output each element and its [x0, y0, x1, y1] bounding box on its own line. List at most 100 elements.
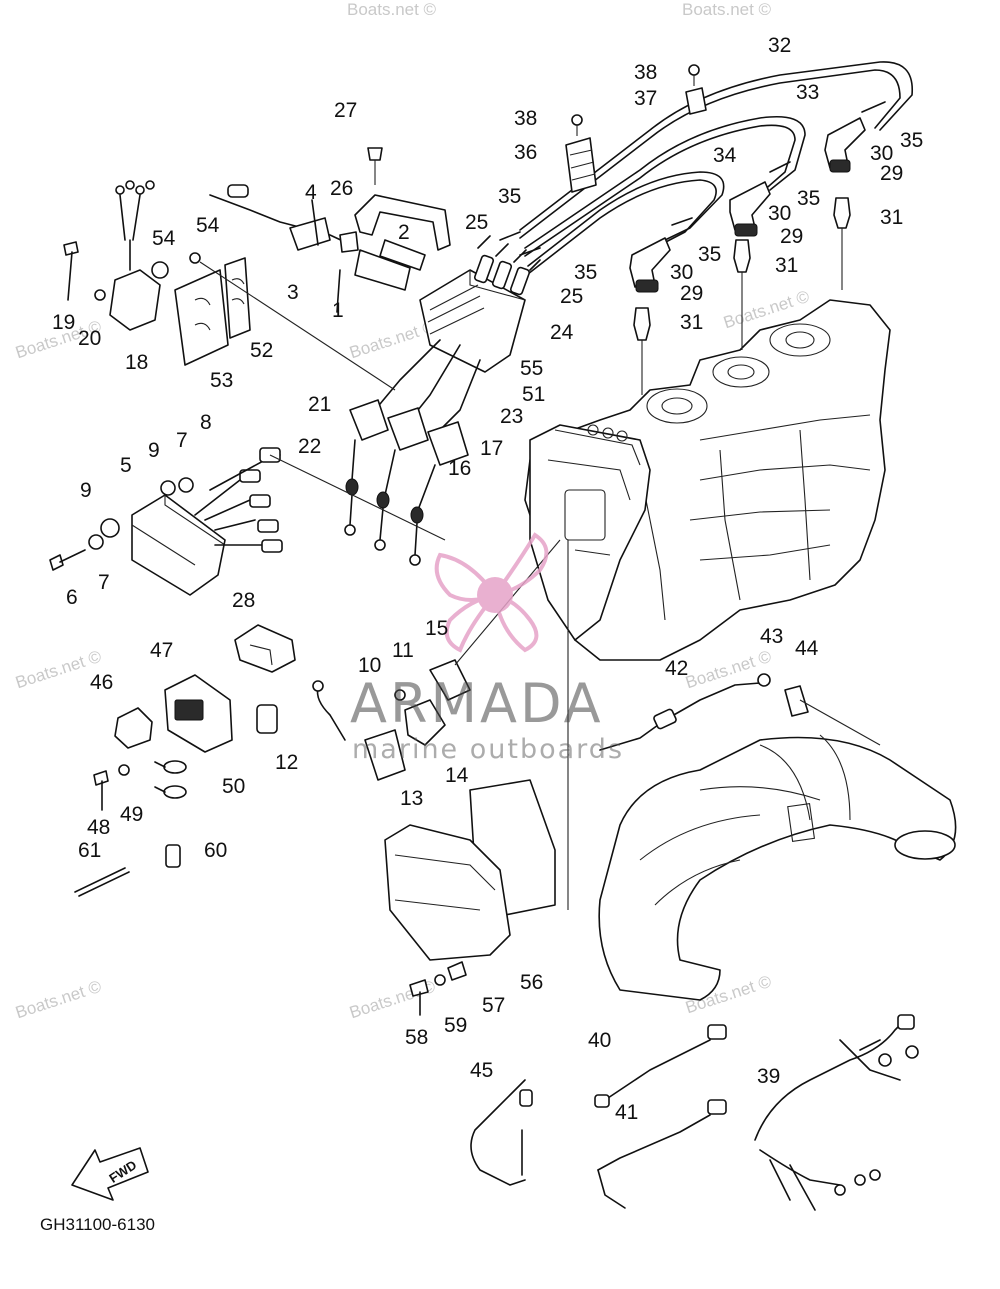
part-label: 12 [275, 751, 299, 774]
part-label: 31 [680, 311, 704, 334]
small-parts-top [209, 184, 426, 313]
part-label: 10 [358, 654, 382, 677]
forward-arrow-icon [71, 1147, 149, 1201]
part-label: 4 [305, 181, 317, 204]
part-label: 52 [250, 339, 274, 362]
part-label: 27 [334, 99, 358, 122]
cdi-unit [419, 235, 541, 373]
logo-propeller-icon [434, 532, 549, 653]
junction-box-55 [384, 540, 569, 1016]
part-label: 53 [210, 369, 234, 392]
part-label: 28 [232, 589, 256, 612]
part-label: 51 [522, 383, 546, 406]
part-label: 20 [78, 327, 102, 350]
part-label: 31 [775, 254, 799, 277]
part-label: 38 [634, 61, 658, 84]
part-label: 41 [615, 1101, 639, 1124]
part-label: 35 [900, 129, 924, 152]
part-label: 35 [498, 185, 522, 208]
part-label: 61 [78, 839, 102, 862]
part-label: 29 [880, 162, 904, 185]
part-label: 44 [795, 637, 819, 660]
ignition-coils [344, 339, 481, 566]
part-label: 23 [500, 405, 524, 428]
logo-subtitle: marine outboards [352, 734, 625, 765]
part-label: 36 [514, 141, 538, 164]
watermark: Boats.net © [682, 0, 772, 19]
part-label: 7 [176, 429, 188, 452]
part-label: 17 [480, 437, 504, 460]
part-label: 21 [308, 393, 332, 416]
part-label: 43 [760, 625, 784, 648]
part-label: 45 [470, 1059, 494, 1082]
part-label: 29 [780, 225, 804, 248]
part-label: 13 [400, 787, 424, 810]
logo-title: ARMADA [350, 672, 604, 735]
part-label: 54 [152, 227, 176, 250]
part-label: 30 [768, 202, 792, 225]
part-label: 40 [588, 1029, 612, 1052]
part-label: 35 [698, 243, 722, 266]
bracket-53 [174, 252, 396, 391]
part-label: 50 [222, 775, 246, 798]
part-label: 54 [196, 214, 220, 237]
part-label: 39 [757, 1065, 781, 1088]
part-label: 9 [148, 439, 160, 462]
part-label: 37 [634, 87, 658, 110]
part-label: 1 [332, 299, 344, 322]
part-label: 49 [120, 803, 144, 826]
part-label: 38 [514, 107, 538, 130]
part-label: 26 [330, 177, 354, 200]
part-label: 30 [670, 261, 694, 284]
part-label: 15 [425, 617, 449, 640]
part-label: 18 [125, 351, 149, 374]
drawing-code: GH31100-6130 [40, 1215, 155, 1234]
part-label: 31 [880, 206, 904, 229]
part-label: 19 [52, 311, 76, 334]
part-label: 46 [90, 671, 114, 694]
part-label: 14 [445, 764, 469, 787]
part-label: 35 [797, 187, 821, 210]
part-label: 32 [768, 34, 792, 57]
part-label: 11 [392, 639, 414, 662]
part-label: 60 [204, 839, 228, 862]
part-label: 58 [405, 1026, 429, 1049]
part-label: 16 [448, 457, 472, 480]
part-label: 57 [482, 994, 506, 1017]
wire-clamps [499, 101, 886, 256]
part-label: 30 [870, 142, 894, 165]
part-label: 25 [560, 285, 584, 308]
exhaust-tube [598, 734, 957, 1001]
plug-wires [519, 61, 913, 275]
wire-holders [565, 64, 707, 193]
part-label: 22 [298, 435, 322, 458]
bracket-26 [354, 147, 451, 251]
part-label: 35 [574, 261, 598, 284]
part-label: 3 [287, 281, 299, 304]
part-label: 34 [713, 144, 737, 167]
wire-harnesses [470, 1014, 919, 1211]
part-label: 59 [444, 1014, 468, 1037]
part-label: 48 [87, 816, 111, 839]
part-label: 2 [398, 221, 410, 244]
cdi-box-5 [49, 447, 446, 596]
part-label: 8 [200, 411, 212, 434]
electrical-box-parts [74, 624, 296, 897]
part-label: 47 [150, 639, 174, 662]
rectifier-18 [63, 180, 169, 331]
watermark: Boats.net © [347, 0, 437, 19]
part-label: 42 [665, 657, 689, 680]
engine-block [524, 299, 891, 661]
part-label: 5 [120, 454, 132, 477]
part-label: 7 [98, 571, 110, 594]
part-label: 25 [465, 211, 489, 234]
part-label: 24 [550, 321, 574, 344]
thermo-switch [599, 673, 881, 751]
part-label: 29 [680, 282, 704, 305]
starter-relay-parts [312, 539, 561, 781]
plug-caps [629, 117, 866, 293]
part-label: 56 [520, 971, 544, 994]
part-label: 9 [80, 479, 92, 502]
